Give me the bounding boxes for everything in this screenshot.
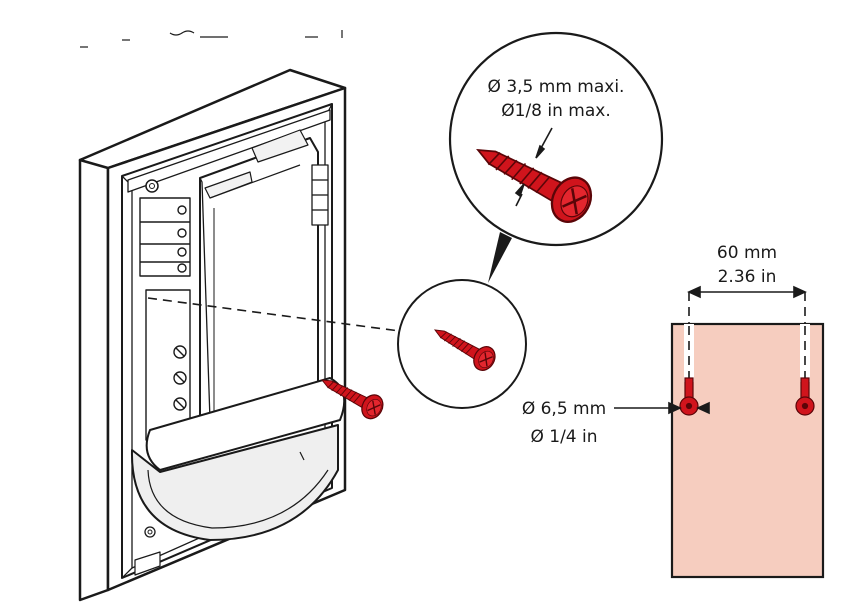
screw-diameter-imperial: Ø1/8 in max.	[501, 101, 611, 121]
hole-diameter-metric: Ø 6,5 mm	[522, 399, 606, 419]
sensor-module	[199, 137, 319, 429]
keyhole-slot-left	[679, 377, 699, 416]
spacing-dimension	[687, 285, 807, 299]
hole-callout	[614, 401, 710, 415]
casing-side	[78, 150, 110, 602]
sketch-marks	[80, 30, 343, 48]
screw-diameter-metric: Ø 3,5 mm maxi.	[488, 77, 625, 97]
wall-plate	[670, 322, 825, 579]
callout-pointer	[488, 232, 512, 283]
detail-circle-large: Ø 3,5 mm maxi. Ø1/8 in max.	[448, 31, 664, 247]
spacing-imperial: 2.36 in	[718, 267, 777, 287]
diameter-arrows	[514, 127, 553, 207]
hole-diameter-imperial: Ø 1/4 in	[530, 427, 597, 447]
wall-plate-diagram: 60 mm 2.36 in Ø 6,5 mm Ø 1/4 in	[522, 243, 825, 579]
alignment-guide	[147, 297, 431, 336]
terminal-block	[139, 197, 191, 441]
detail-circle-small	[397, 279, 527, 409]
device-illustration	[78, 30, 347, 602]
spacing-metric: 60 mm	[717, 243, 777, 263]
keyhole-slot-right	[795, 377, 815, 416]
lens-dome	[130, 424, 339, 541]
